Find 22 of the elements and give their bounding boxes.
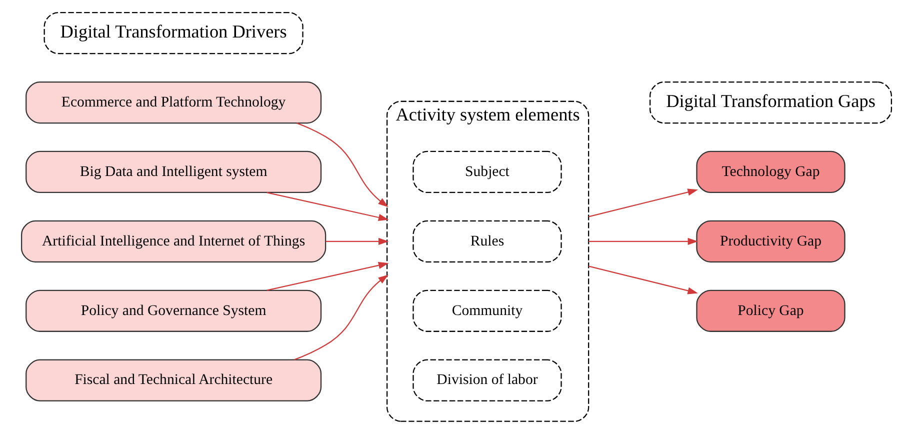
arrow <box>266 192 388 221</box>
node-box: Policy and Governance System <box>25 290 322 332</box>
arrow <box>296 122 388 208</box>
node-box: Rules <box>412 220 562 262</box>
arrow <box>588 188 698 218</box>
node-box: Big Data and Intelligent system <box>25 150 322 194</box>
arrow <box>588 238 698 246</box>
node-box: Community <box>412 290 562 332</box>
node-box: Digital Transformation Drivers <box>43 12 303 54</box>
node-box: Artificial Intelligence and Internet of Things <box>20 220 326 262</box>
node-box: Technology Gap <box>696 150 845 194</box>
node-box: Digital Transformation Gaps <box>648 81 892 124</box>
node-box: Fiscal and Technical Architecture <box>25 359 322 402</box>
arrow <box>294 274 388 360</box>
node-box: Policy Gap <box>696 290 845 332</box>
node-box: Productivity Gap <box>696 220 845 262</box>
arrow <box>266 262 388 291</box>
node-box: Ecommerce and Platform Technology <box>25 81 322 124</box>
arrow <box>588 266 698 294</box>
node-box: Subject <box>412 150 562 194</box>
arrow <box>325 238 388 246</box>
node-box: Division of labor <box>412 359 562 402</box>
